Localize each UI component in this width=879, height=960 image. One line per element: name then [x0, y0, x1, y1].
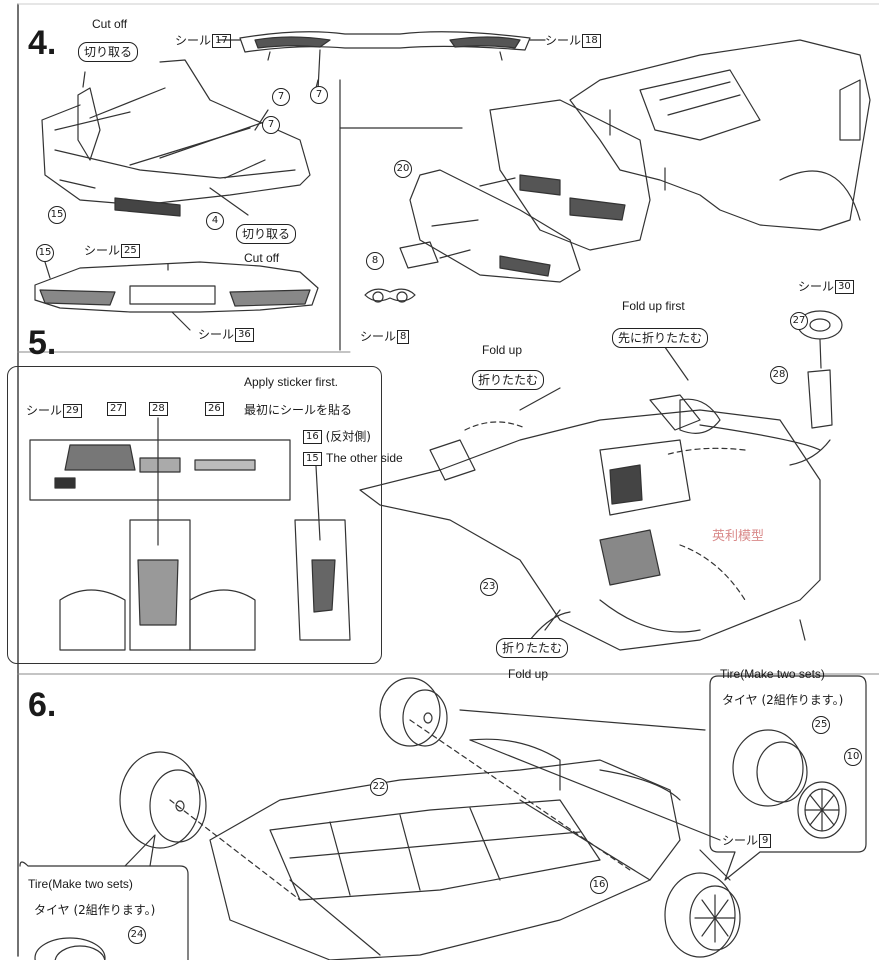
rear-wing-drawing [217, 31, 546, 91]
fold-up-first-callout: 先に折りたたむ [612, 328, 709, 348]
tire-make-two-sets-jp-left: タイヤ (2組作ります。) [34, 903, 156, 917]
part-26-tag: 26 [204, 402, 224, 416]
part-23-marker: 23 [480, 578, 498, 596]
watermark-text: 英利模型 [712, 529, 765, 544]
step-number-4: 4. [28, 24, 57, 62]
fold-up-callout-1: 折りたたむ [472, 370, 545, 390]
apply-sticker-first-jp: 最初にシールを貼る [244, 403, 353, 417]
fold-up-en-2: Fold up [508, 667, 549, 681]
dashboard-drawing [29, 417, 351, 651]
part-4-marker: 4 [206, 212, 224, 230]
apply-sticker-first-en: Apply sticker first. [244, 375, 339, 389]
tire-make-two-sets-en-right: Tire(Make two sets) [720, 667, 825, 681]
fold-up-callout-2: 折りたたむ [496, 638, 569, 658]
wheel-inset-tire [732, 729, 808, 807]
part-27-steering-wheel: 27 [790, 312, 808, 330]
step-number-5: 5. [28, 324, 57, 362]
front-splitter-drawing [41, 59, 311, 217]
part-15-splitter: 15 [48, 206, 66, 224]
wheel-bottom-right [664, 872, 741, 958]
part-7-splitter: 7 [262, 116, 280, 134]
part-15-tag: 15 [302, 452, 322, 466]
part-16-other-side: 16 (反対側) [302, 430, 371, 444]
tire-make-two-sets-en-left: Tire(Make two sets) [28, 877, 133, 891]
wheel-left [119, 751, 207, 849]
chassis-drawing [169, 709, 731, 960]
steering-wheel-drawing [789, 310, 843, 466]
part-24-marker: 24 [128, 926, 146, 944]
part-7-rear-wing: 7 [310, 86, 328, 104]
other-side-en: The other side [326, 451, 403, 465]
fold-up-first-en: Fold up first [622, 299, 685, 313]
cut-off-label-bottom: Cut off [244, 251, 280, 265]
part-20-marker: 20 [394, 160, 412, 178]
tire-make-two-sets-jp-right: タイヤ (2組作ります。) [722, 693, 844, 707]
front-lip-drawing [34, 261, 319, 331]
wheel-bottom-left [34, 937, 106, 960]
part-7-marker: 7 [272, 88, 290, 106]
cut-off-label-top: Cut off [92, 17, 128, 31]
part-16-axle-marker: 16 [590, 876, 608, 894]
part-28-tag: 28 [148, 402, 168, 416]
wheel-top [379, 677, 448, 747]
fold-up-en-1: Fold up [482, 343, 523, 357]
interior-tub-drawing [359, 394, 821, 651]
part-15-front-lip: 15 [36, 244, 54, 262]
part-22-marker: 22 [370, 778, 388, 796]
cut-off-callout-top: 切り取る [78, 42, 139, 62]
step-number-6: 6. [28, 686, 57, 724]
part-8-marker: 8 [366, 252, 384, 270]
part-25-marker: 25 [812, 716, 830, 734]
part-10-marker: 10 [844, 748, 862, 766]
rear-body-drawing [364, 39, 871, 303]
wheel-inset-rim [797, 781, 847, 839]
part-27-tag: 27 [106, 402, 126, 416]
cut-off-callout-bottom: 切り取る [236, 224, 297, 244]
step5-dashboard-panel [7, 366, 382, 664]
part-28-column: 28 [770, 366, 788, 384]
